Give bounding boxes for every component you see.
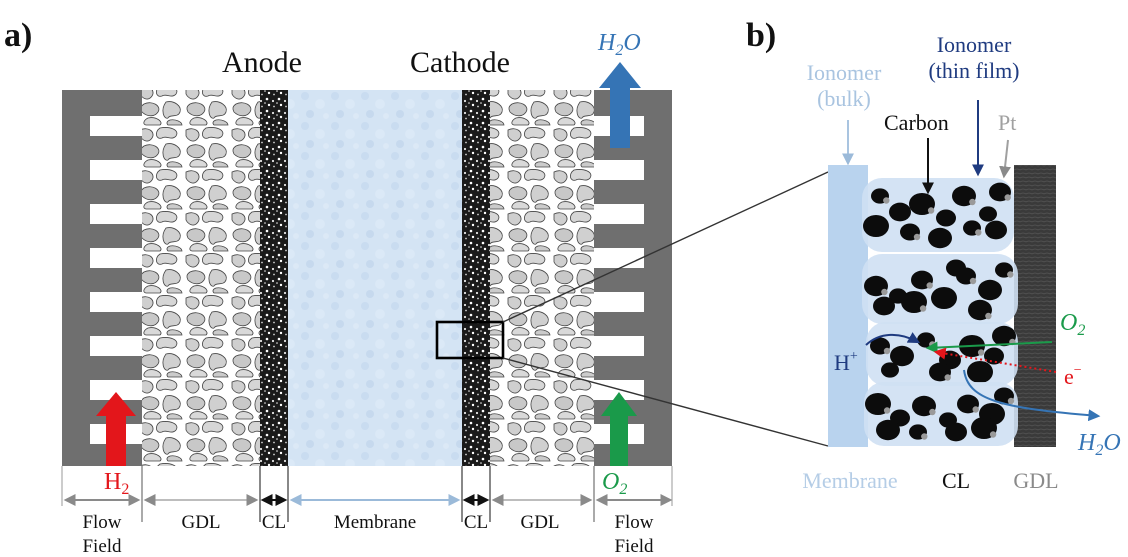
- pt-particle: [969, 277, 977, 285]
- label-membrane-b: Membrane: [802, 468, 897, 493]
- carbon-particle: [978, 279, 1002, 301]
- label-cl-b: CL: [942, 468, 970, 493]
- carbon-particle: [873, 296, 895, 316]
- cathode-gdl: [490, 90, 594, 466]
- left-flow-channels: [90, 116, 142, 444]
- h2-inlet-arrow: [96, 392, 136, 466]
- pt-particle: [913, 233, 921, 241]
- pt-particle: [919, 305, 927, 312]
- zoom-line-top: [502, 171, 829, 323]
- carbon-particle: [946, 259, 966, 277]
- left-flow-field: [62, 90, 142, 466]
- flow-channel: [90, 336, 142, 356]
- pt-particle: [977, 349, 985, 356]
- pt-particle: [883, 407, 891, 414]
- flow-channel: [90, 380, 142, 400]
- carbon-particle: [876, 419, 900, 441]
- electron-label: e−: [1064, 363, 1082, 389]
- flow-channel: [90, 292, 142, 312]
- carbon-particle: [984, 347, 1004, 365]
- carbon-particle: [881, 362, 899, 378]
- label-membrane: Membrane: [334, 512, 416, 533]
- gdl-fiber: [1014, 165, 1056, 447]
- label-gdl-b: GDL: [1013, 468, 1058, 493]
- pt-particle: [1007, 397, 1015, 405]
- water-arrow: [963, 369, 1101, 422]
- proton-arrow: [865, 332, 921, 346]
- carbon-particle: [928, 227, 952, 249]
- label-gdl-right: GDL: [520, 512, 559, 533]
- flow-channel: [90, 204, 142, 224]
- carbon-particle: [890, 345, 914, 367]
- ionomer-thin-label: Ionomer(thin film): [928, 32, 1019, 83]
- carbon-label: Carbon: [884, 110, 949, 135]
- cathode-cl: [462, 90, 490, 466]
- pt-particle: [985, 312, 992, 320]
- flow-channel: [90, 248, 142, 268]
- cathode-title: Cathode: [410, 46, 510, 79]
- proton-label: H+: [834, 349, 858, 375]
- h2-inlet-label: H2: [104, 469, 129, 498]
- anode-cl: [260, 90, 288, 466]
- o2-inlet-label: O2: [602, 469, 627, 498]
- dimension-lines: [61, 466, 673, 522]
- carbon-particle: [979, 206, 997, 222]
- flow-channel: [594, 204, 644, 224]
- carbon-particle: [985, 220, 1007, 240]
- zoom-line-bottom: [502, 357, 829, 447]
- zoom-box: [435, 320, 505, 360]
- label-gdl-left: GDL: [181, 512, 220, 533]
- pt-particle: [929, 408, 936, 416]
- ionomer-bulk-label: Ionomer(bulk): [807, 60, 882, 111]
- o2-arrow: [925, 341, 1053, 354]
- pt-particle: [969, 198, 976, 206]
- pt-particle: [1007, 271, 1014, 278]
- panel-a-label: a): [4, 17, 32, 54]
- right-flow-field: [594, 90, 672, 466]
- pt-particle: [881, 288, 888, 296]
- o2-label: O2: [1060, 310, 1085, 339]
- panel-b-label: b): [746, 17, 776, 54]
- carbon-particle: [889, 202, 911, 222]
- water-label: H2O: [1077, 430, 1121, 459]
- carbon-particle: [945, 422, 967, 442]
- label-cl-left: CL: [262, 512, 286, 533]
- h2o-outlet-label: H2O: [597, 30, 641, 59]
- membrane-bulk-ionomer: [828, 165, 868, 447]
- electron-arrow: [933, 347, 1057, 373]
- flow-channel: [594, 292, 644, 312]
- pt-label: Pt: [998, 110, 1016, 135]
- flow-channel: [90, 160, 142, 180]
- carbon-particle: [863, 214, 889, 238]
- o2-inlet-arrow: [601, 392, 637, 466]
- pt-pointer: [999, 139, 1012, 179]
- flow-channel: [594, 336, 644, 356]
- pt-particle: [1004, 194, 1011, 201]
- carbon-particle: [967, 360, 993, 384]
- label-cl-right: CL: [464, 512, 488, 533]
- flow-channel: [90, 116, 142, 136]
- pt-particle: [927, 207, 935, 214]
- catalyst-layer-agglomerates: [862, 178, 1018, 446]
- pt-particle: [944, 374, 951, 381]
- pt-particle: [883, 347, 891, 355]
- carbon-particle: [936, 209, 956, 227]
- pt-particle: [975, 229, 982, 236]
- pt-particle: [989, 431, 997, 438]
- anode-title: Anode: [222, 46, 302, 79]
- carbon-particle: [931, 286, 957, 310]
- flow-channel: [594, 160, 644, 180]
- flow-channel: [594, 248, 644, 268]
- pt-particle: [883, 197, 890, 204]
- anode-gdl: [142, 90, 260, 466]
- pt-particle: [972, 406, 979, 413]
- membrane-layer: [288, 90, 462, 466]
- pt-particle: [921, 433, 928, 440]
- h2o-outlet-arrow: [599, 62, 641, 148]
- pt-particle: [926, 282, 933, 289]
